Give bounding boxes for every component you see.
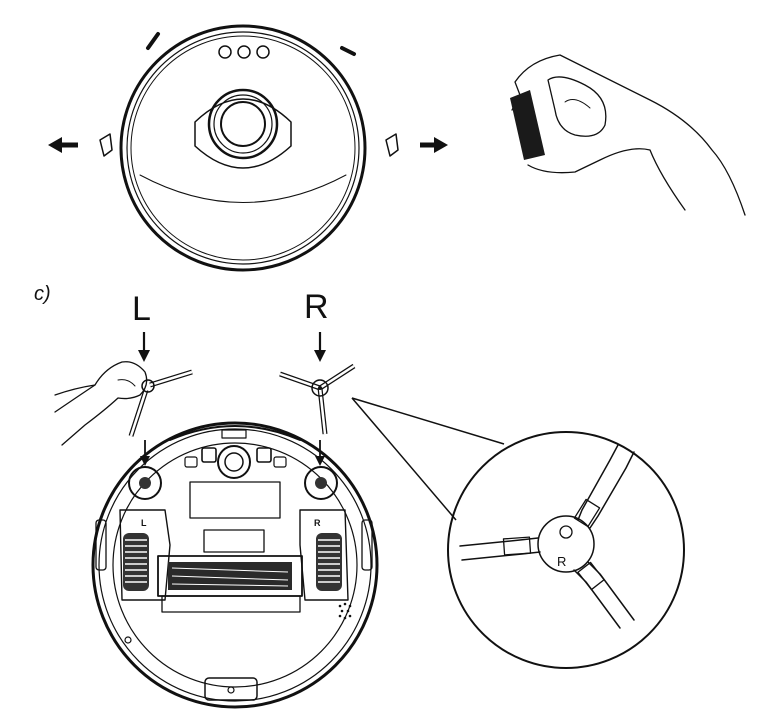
hand-holding-left-brush	[54, 361, 148, 446]
arrow-left-icon	[48, 137, 78, 153]
robot-bottom-view: L R	[91, 421, 379, 709]
right-side-brush	[279, 363, 356, 435]
arrow-right-icon	[420, 137, 448, 153]
zoom-callout: R	[351, 397, 685, 669]
left-side-clip	[99, 133, 113, 157]
held-part-icon	[510, 90, 545, 160]
robot-top-view	[48, 24, 448, 272]
speaker-grill-icon	[338, 602, 352, 620]
left-brush-label: L	[132, 290, 151, 328]
arrow-down-right-icon	[314, 332, 326, 362]
zoom-hub-label: R	[557, 554, 566, 569]
section-label: c)	[34, 283, 51, 305]
robot-right-mark: R	[314, 518, 321, 528]
button-dot-1	[218, 45, 232, 59]
right-brush-label: R	[304, 288, 329, 326]
hand-holding-component	[510, 54, 746, 216]
robot-left-mark: L	[141, 518, 147, 528]
button-dot-2	[237, 45, 251, 59]
right-side-clip	[385, 133, 399, 157]
button-dot-3	[256, 45, 270, 59]
left-side-brush	[128, 369, 193, 437]
arrow-down-left-icon	[138, 332, 150, 362]
